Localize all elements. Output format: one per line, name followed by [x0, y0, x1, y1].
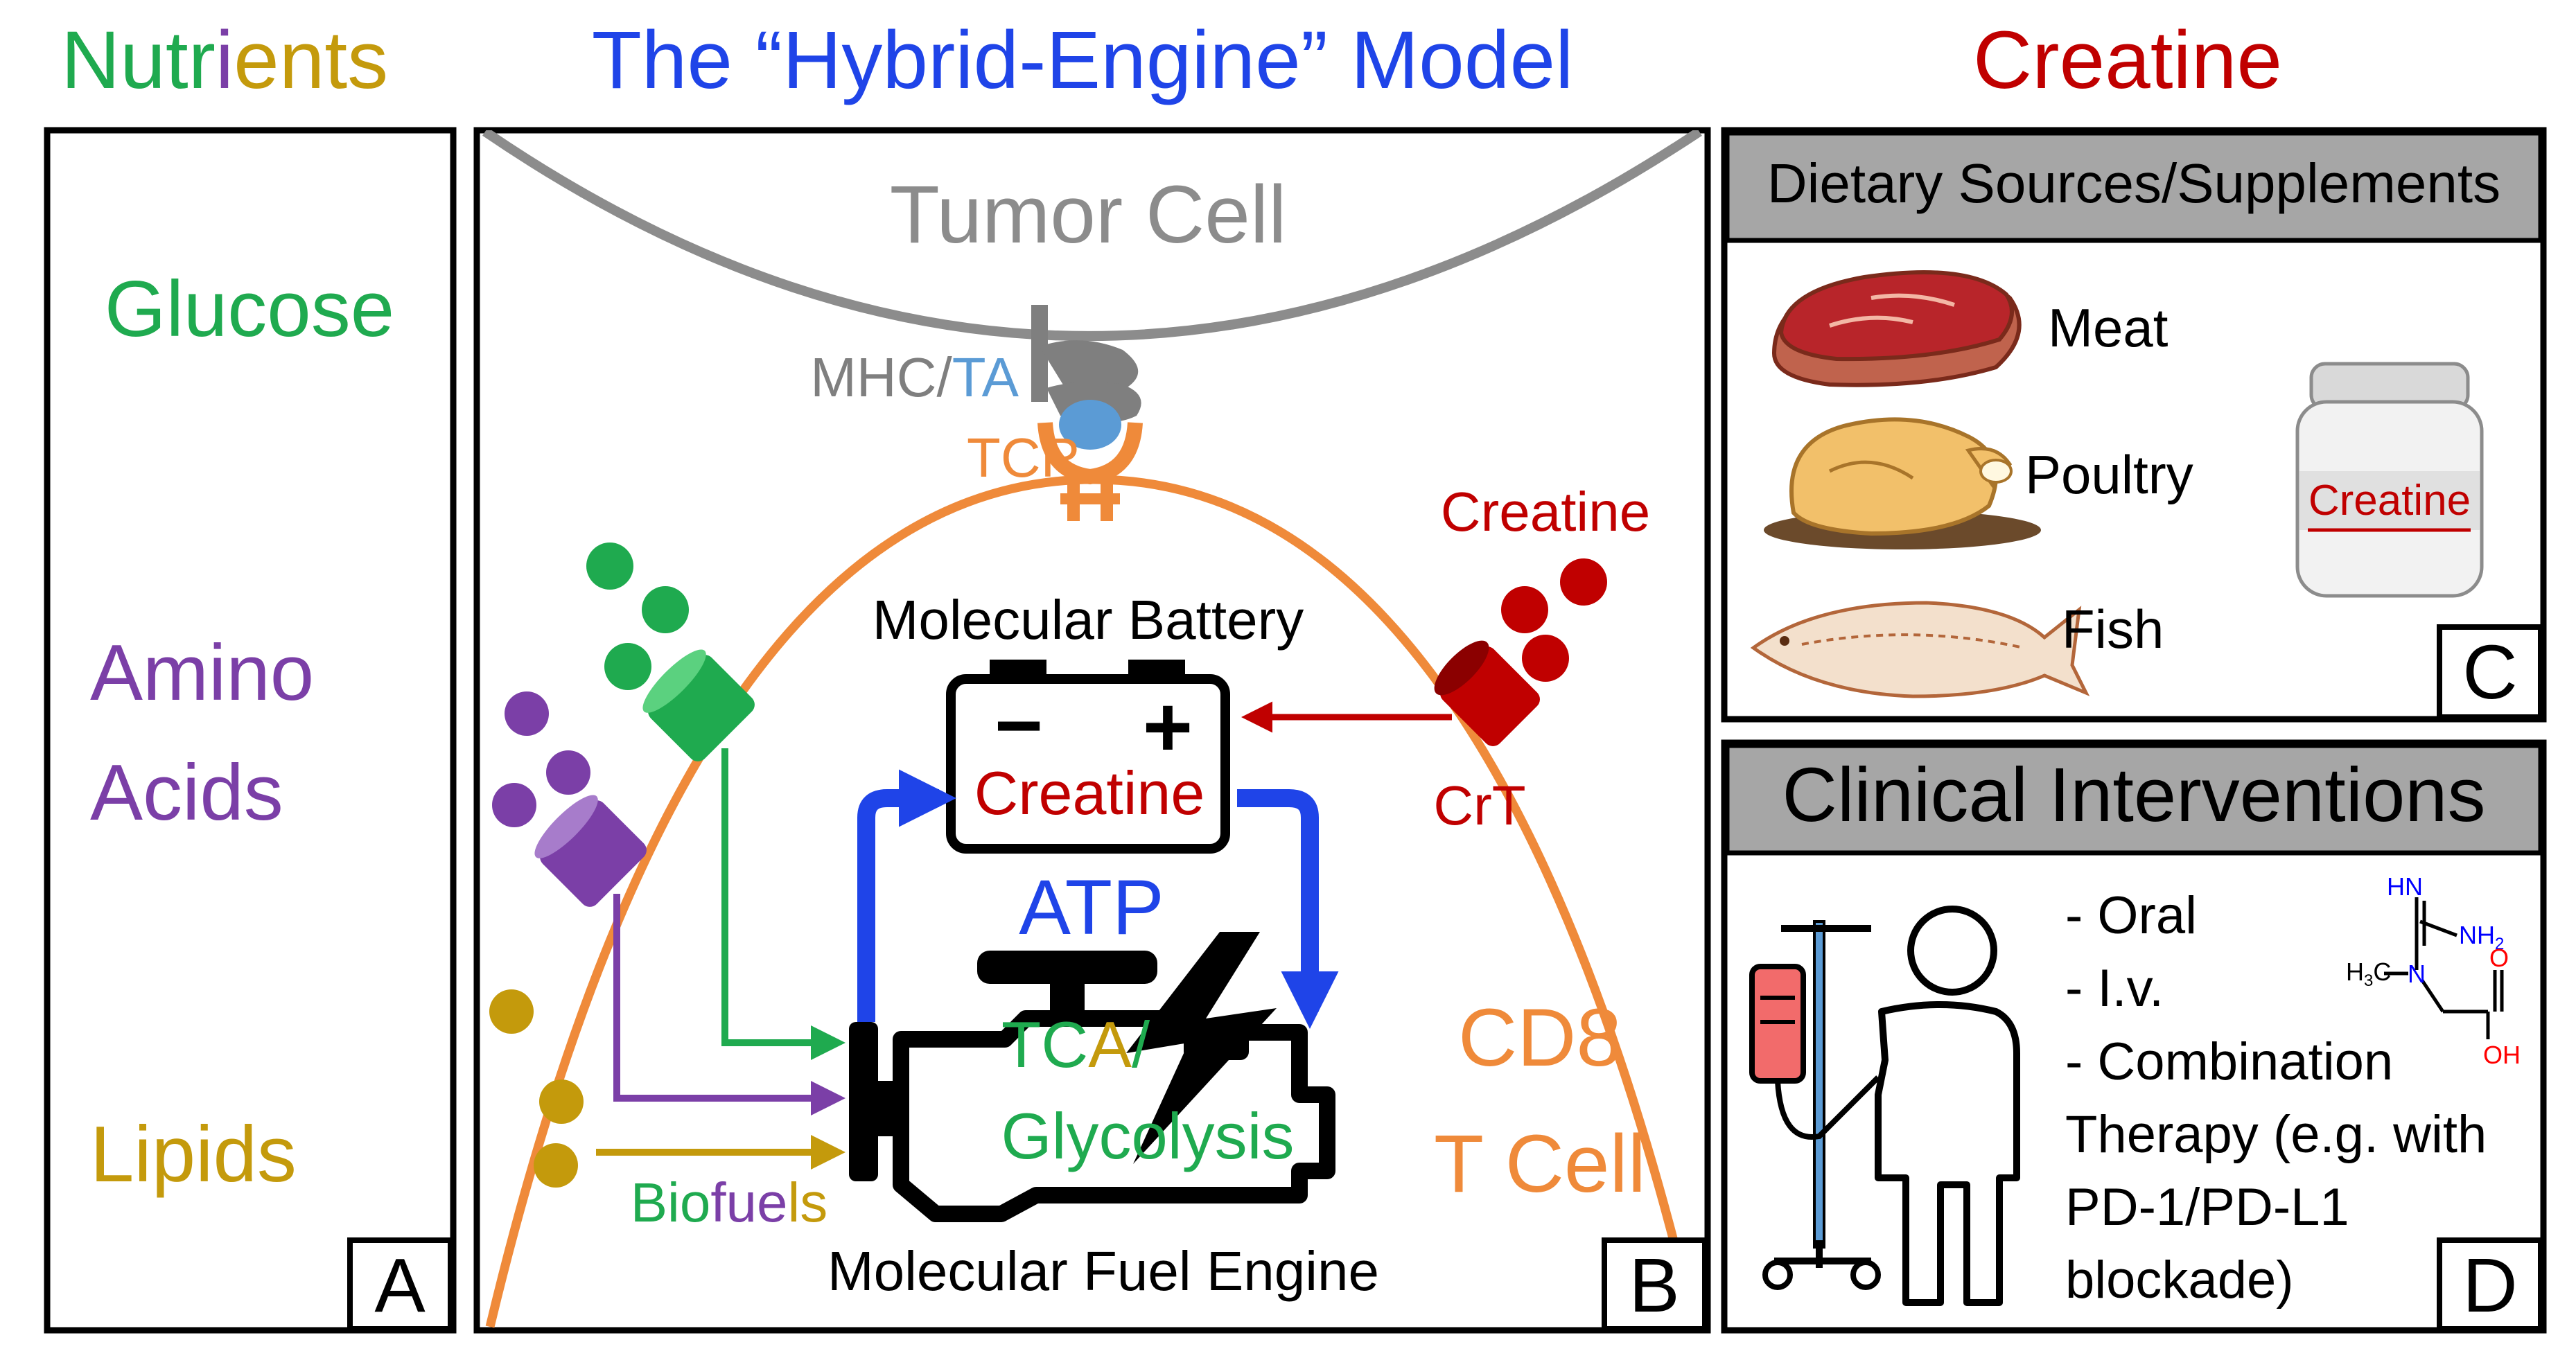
tca-label: TCA/ [1001, 1008, 1150, 1081]
tca-part-2: A [1088, 1008, 1132, 1081]
panel-b-letter: B [1629, 1243, 1679, 1328]
chem-hn-label: HN [2387, 872, 2423, 901]
panel-a-letter: A [374, 1243, 426, 1328]
therapy-item-1: - Oral [2065, 886, 2197, 945]
lipid-molecule-dot [534, 1143, 578, 1188]
glucose-molecule-dot [642, 586, 689, 633]
iv-drip-icon [1749, 920, 1881, 1290]
amino-acids-label-line2: Acids [90, 749, 283, 837]
panel-d-header: Clinical Interventions [1782, 752, 2486, 838]
chem-oh-label: OH [2483, 1041, 2521, 1069]
ta-label: TA [952, 346, 1019, 408]
glucose-molecule-dot [586, 543, 633, 590]
therapy-item-6: blockade) [2065, 1251, 2294, 1310]
creatine-header: Creatine [1973, 15, 2282, 106]
chem-h3c-sub: 3 [2364, 971, 2373, 990]
nutrients-header-part-3: ents [234, 15, 388, 106]
biofuels-label: Biofuels [631, 1172, 828, 1233]
mhc-tcr-complex [1031, 305, 1143, 521]
energy-charge-arrow [857, 769, 956, 1022]
biofuels-part-1: Bio [631, 1172, 711, 1233]
amino-acids-label-line1: Amino [90, 629, 314, 717]
creatine-uptake-label: Creatine [1441, 481, 1650, 543]
panel-c: Dietary Sources/Supplements Meat Poultry… [1721, 127, 2547, 723]
nutrients-header-part-2: i [216, 15, 234, 106]
biofuels-part-2: fue [710, 1172, 787, 1233]
panel-b: Tumor Cell MHC/TA TCR Creatine CrT [473, 127, 1711, 1334]
panel-d-letter: D [2462, 1243, 2517, 1328]
chem-h3c-c: C [2373, 958, 2391, 986]
lipids-label: Lipids [90, 1111, 297, 1199]
creatine-molecule-dot [1501, 586, 1548, 633]
mhc-label: MHC/ [810, 346, 952, 408]
chem-n-label: N [2408, 960, 2426, 988]
glucose-flow-arrow [721, 748, 845, 1060]
mhc-ta-label: MHC/TA [810, 346, 1019, 408]
tumor-cell-membrane [482, 130, 1702, 341]
battery-creatine-label: Creatine [974, 759, 1205, 827]
tcr-label: TCR [967, 427, 1080, 488]
atp-label: ATP [1019, 864, 1164, 951]
amino-flow-arrow [613, 894, 845, 1116]
amino-molecule-dot [492, 783, 536, 827]
meat-label: Meat [2048, 297, 2168, 358]
therapy-item-2: - I.v. [2065, 959, 2164, 1018]
fish-label: Fish [2062, 599, 2164, 660]
amino-molecule-dot [546, 750, 590, 795]
fish-icon [1750, 601, 2090, 698]
poultry-icon [1764, 417, 2041, 549]
panel-d: Clinical Interventions - Oral - I.v. - C… [1721, 739, 2547, 1334]
model-header: The “Hybrid-Engine” Model [592, 15, 1574, 106]
tca-part-1: TC [1001, 1008, 1088, 1081]
meat-icon [1771, 270, 2022, 387]
battery-title: Molecular Battery [873, 589, 1304, 651]
glycolysis-label: Glycolysis [1001, 1100, 1294, 1172]
lightning-icon [1126, 932, 1277, 1164]
battery-minus-label: − [995, 679, 1043, 772]
crt-label: CrT [1433, 775, 1525, 836]
lipid-molecule-dot [539, 1079, 584, 1124]
lipid-molecule-dot [489, 989, 534, 1034]
panel-a: Glucose Amino Acids Lipids A [44, 127, 457, 1334]
chem-o-label: O [2489, 944, 2509, 972]
amino-transporter-icon [534, 795, 647, 907]
engine-title: Molecular Fuel Engine [827, 1240, 1379, 1302]
supplement-jar-label: Creatine [2308, 477, 2471, 524]
glucose-molecule-dot [604, 643, 651, 690]
poultry-label: Poultry [2025, 444, 2193, 505]
chem-h3c-base: H [2346, 958, 2364, 986]
battery-icon [946, 660, 1230, 854]
biofuels-part-3: ls [788, 1172, 828, 1233]
creatine-transporter-icon [1434, 640, 1540, 746]
chem-nh2-base: NH [2459, 921, 2495, 949]
amino-molecule-dot [505, 691, 549, 736]
nutrients-header-part-1: Nutr [61, 15, 216, 106]
tumor-cell-label: Tumor Cell [890, 169, 1287, 261]
supplement-jar-icon [2295, 362, 2484, 598]
chem-nh2-sub: 2 [2495, 935, 2504, 953]
battery-plus-label: + [1143, 680, 1193, 775]
chem-h3c-label: H3C [2346, 958, 2391, 990]
therapy-item-3: - Combination [2065, 1032, 2393, 1091]
creatine-molecule-icon [2384, 897, 2504, 1039]
cd8-label-line1: CD8 [1458, 992, 1622, 1084]
glucose-transporter-icon [642, 649, 755, 761]
creatine-molecule-dot [1560, 558, 1607, 606]
therapy-item-4: Therapy (e.g. with [2065, 1105, 2487, 1164]
cd8-label-line2: T Cell [1434, 1118, 1646, 1210]
therapy-item-5: PD-1/PD-L1 [2065, 1178, 2349, 1237]
chem-nh2-label: NH2 [2459, 921, 2504, 953]
panel-c-letter: C [2462, 630, 2517, 715]
patient-icon [1875, 906, 2020, 1306]
creatine-molecule-dot [1522, 635, 1569, 682]
energy-discharge-arrow [1237, 789, 1339, 1029]
nutrients-header: Nutrients [61, 15, 388, 106]
tca-part-3: / [1132, 1008, 1150, 1081]
glucose-label: Glucose [105, 265, 394, 353]
panel-c-header: Dietary Sources/Supplements [1767, 152, 2500, 214]
tumor-antigen-icon [1059, 400, 1121, 450]
